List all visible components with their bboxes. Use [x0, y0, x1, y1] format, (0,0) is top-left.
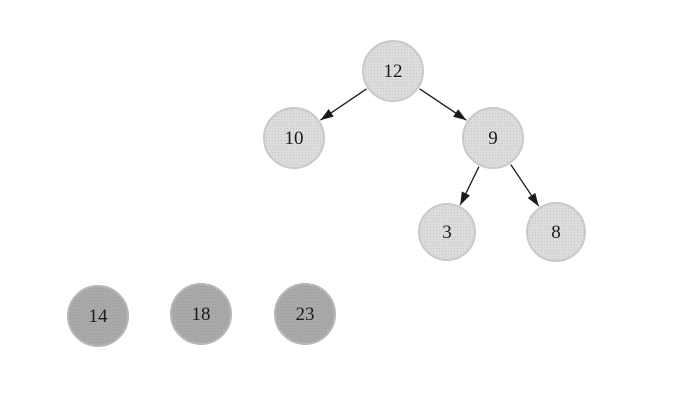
node-label: 23	[295, 303, 315, 325]
node-label: 8	[551, 221, 561, 243]
tree-node-8: 8	[526, 202, 586, 262]
tree-node-3: 3	[418, 203, 476, 261]
edge-9-to-3	[459, 166, 480, 206]
node-label: 10	[284, 127, 304, 149]
edge-12-to-10	[320, 88, 367, 121]
tree-node-9: 9	[462, 107, 524, 169]
node-label: 9	[488, 127, 498, 149]
edge-9-to-8	[510, 164, 540, 207]
detached-node-23: 23	[274, 283, 336, 345]
detached-node-18: 18	[170, 283, 232, 345]
node-label: 14	[88, 305, 108, 327]
edge-12-to-9	[419, 88, 467, 121]
node-label: 3	[442, 221, 452, 243]
tree-node-12: 12	[362, 40, 424, 102]
tree-node-10: 10	[263, 107, 325, 169]
node-label: 18	[191, 303, 211, 325]
detached-node-14: 14	[67, 285, 129, 347]
node-label: 12	[383, 60, 403, 82]
